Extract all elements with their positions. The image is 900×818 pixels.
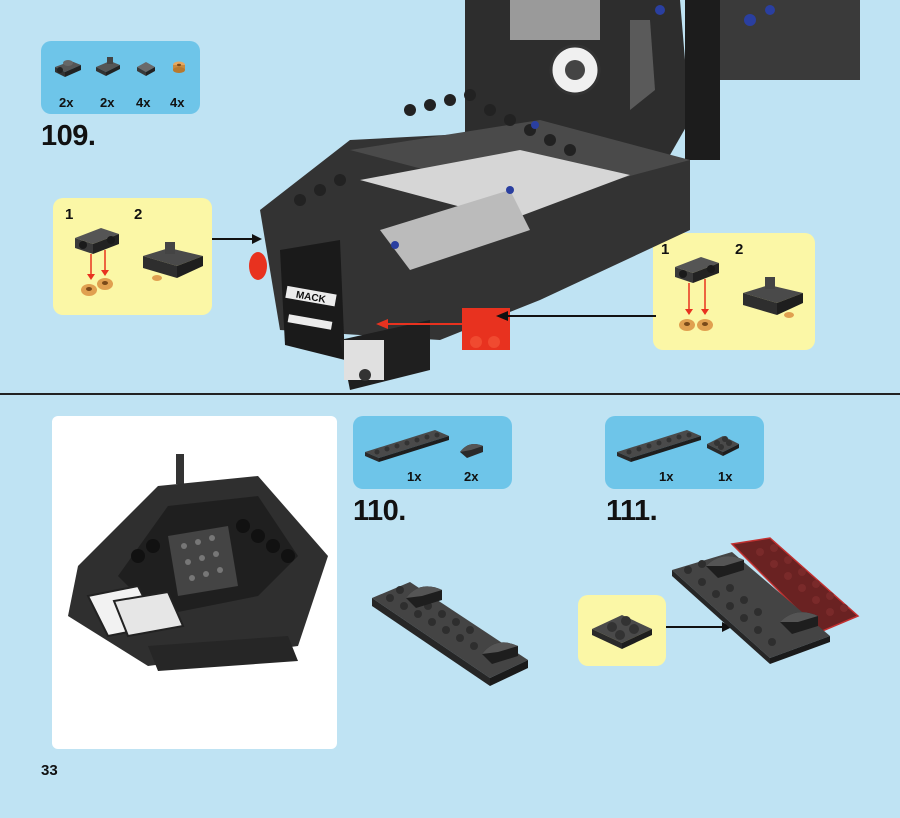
truck-model-illustration: MACK: [249, 0, 860, 390]
step-number: 109.: [41, 120, 96, 152]
substep-number: 2: [735, 241, 744, 258]
part-qty: 4x: [170, 95, 185, 110]
grille-label: MACK: [295, 290, 327, 306]
part-qty: 4x: [136, 95, 151, 110]
callout-step-111: [578, 595, 666, 666]
part-qty: 1x: [718, 469, 733, 484]
rear-view-model-illustration: [68, 454, 328, 671]
substep-1-assembly-icon: [675, 257, 719, 331]
part-qty: 1x: [659, 469, 674, 484]
part-plate-2x2-icon: [707, 436, 739, 456]
parts-box-step-109: 2x 2x 4x 4x: [41, 41, 200, 114]
parts-box-step-110: 1x 2x: [353, 416, 512, 489]
step-110-assembly-illustration: [372, 582, 528, 686]
arrow-right-callout-to-model: [496, 311, 656, 321]
substep-2-assembly-icon: [143, 242, 203, 281]
part-plate-2x8-icon: [617, 430, 701, 462]
section-divider: [0, 393, 900, 395]
callout-right: 1 2: [653, 233, 815, 350]
part-plate-2x8-icon: [365, 430, 449, 462]
arrow-red-part-insert: [376, 319, 466, 329]
substep-number: 1: [661, 241, 670, 258]
part-bushing-icon: [173, 61, 185, 73]
substep-1-assembly-icon: [75, 228, 119, 296]
part-qty: 2x: [100, 95, 115, 110]
page-number: 33: [41, 762, 58, 779]
parts-box-step-111: 1x 1x: [605, 416, 764, 489]
arrow-callout-to-assembly: [666, 622, 732, 632]
callout-left: 1 2: [53, 198, 212, 315]
part-qty: 2x: [59, 95, 74, 110]
step-number: 110.: [353, 495, 406, 527]
arrow-left-callout-to-model: [212, 234, 262, 244]
part-qty: 2x: [464, 469, 479, 484]
part-plate-with-clip-icon: [55, 60, 81, 77]
substep-number: 2: [134, 206, 143, 223]
step-111-assembly-illustration: [672, 537, 860, 664]
part-curved-slope-icon: [460, 444, 483, 458]
substep-2-assembly-icon: [743, 277, 803, 318]
part-tile-icon: [137, 62, 155, 76]
plate-2x2-assembly-icon: [592, 615, 652, 649]
substep-number: 1: [65, 206, 74, 223]
completed-model-preview-panel: [52, 416, 337, 749]
part-clip-icon: [96, 57, 120, 76]
step-number: 111.: [606, 495, 658, 527]
part-qty: 1x: [407, 469, 422, 484]
